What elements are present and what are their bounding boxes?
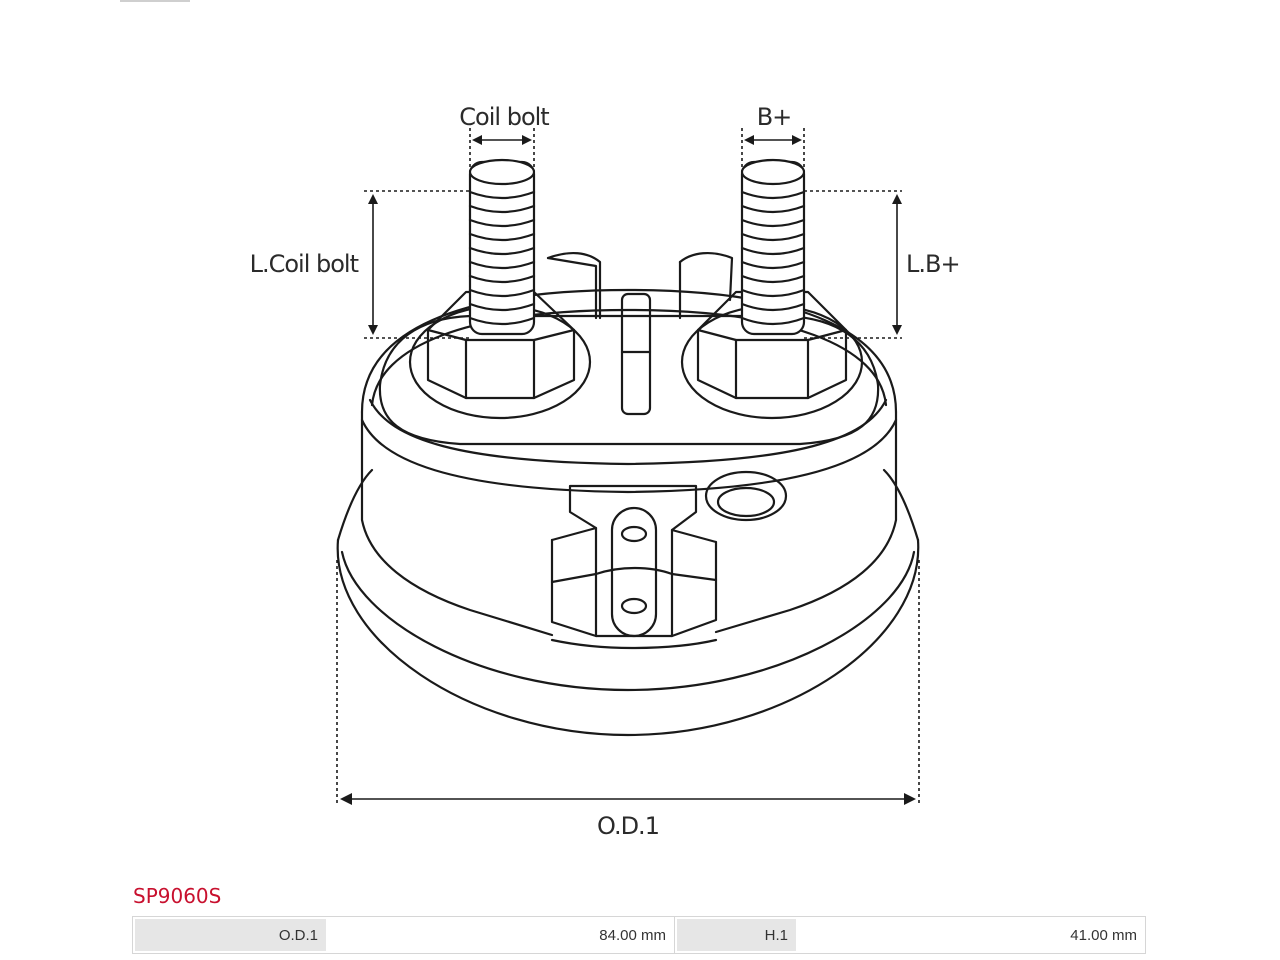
solenoid-cap-drawing: Coil bolt B+ L.Coil bolt L.B+ O.D.1 bbox=[250, 103, 961, 840]
product-code: SP9060S bbox=[133, 884, 222, 908]
top-dome-inner bbox=[370, 308, 888, 407]
coil-bolt-label: Coil bolt bbox=[459, 103, 549, 131]
spec-label-h1: H.1 bbox=[677, 919, 797, 951]
b-plus-label: B+ bbox=[757, 103, 792, 131]
base-flange bbox=[336, 538, 920, 737]
top-edge-mark bbox=[120, 0, 190, 2]
left-bolt-threads bbox=[468, 190, 536, 326]
base-flange-rim bbox=[336, 468, 374, 542]
body-right-side bbox=[714, 410, 898, 634]
right-bolt-threads bbox=[740, 190, 806, 326]
right-bolt bbox=[740, 160, 806, 336]
body-left-side bbox=[360, 410, 554, 637]
spec-label-od1: O.D.1 bbox=[135, 919, 327, 951]
terminal-plateau bbox=[378, 314, 880, 446]
top-band bbox=[360, 418, 898, 494]
spec-value-h1: 41.00 mm bbox=[797, 917, 1145, 953]
od1-label: O.D.1 bbox=[597, 812, 659, 840]
tab-hole-lower bbox=[620, 597, 648, 615]
spec-value-od1: 84.00 mm bbox=[327, 917, 675, 953]
center-rib bbox=[620, 292, 652, 416]
l-coil-bolt-label: L.Coil bolt bbox=[250, 250, 359, 278]
side-hole bbox=[704, 470, 788, 522]
tab-hole-upper bbox=[620, 525, 648, 543]
top-dome-outer bbox=[360, 288, 898, 414]
left-bolt bbox=[468, 160, 536, 336]
base-flange-top bbox=[340, 550, 916, 692]
spec-table: O.D.1 84.00 mm H.1 41.00 mm bbox=[132, 916, 1146, 954]
l-b-plus-label: L.B+ bbox=[906, 250, 960, 278]
side-terminal-tab bbox=[610, 506, 658, 638]
